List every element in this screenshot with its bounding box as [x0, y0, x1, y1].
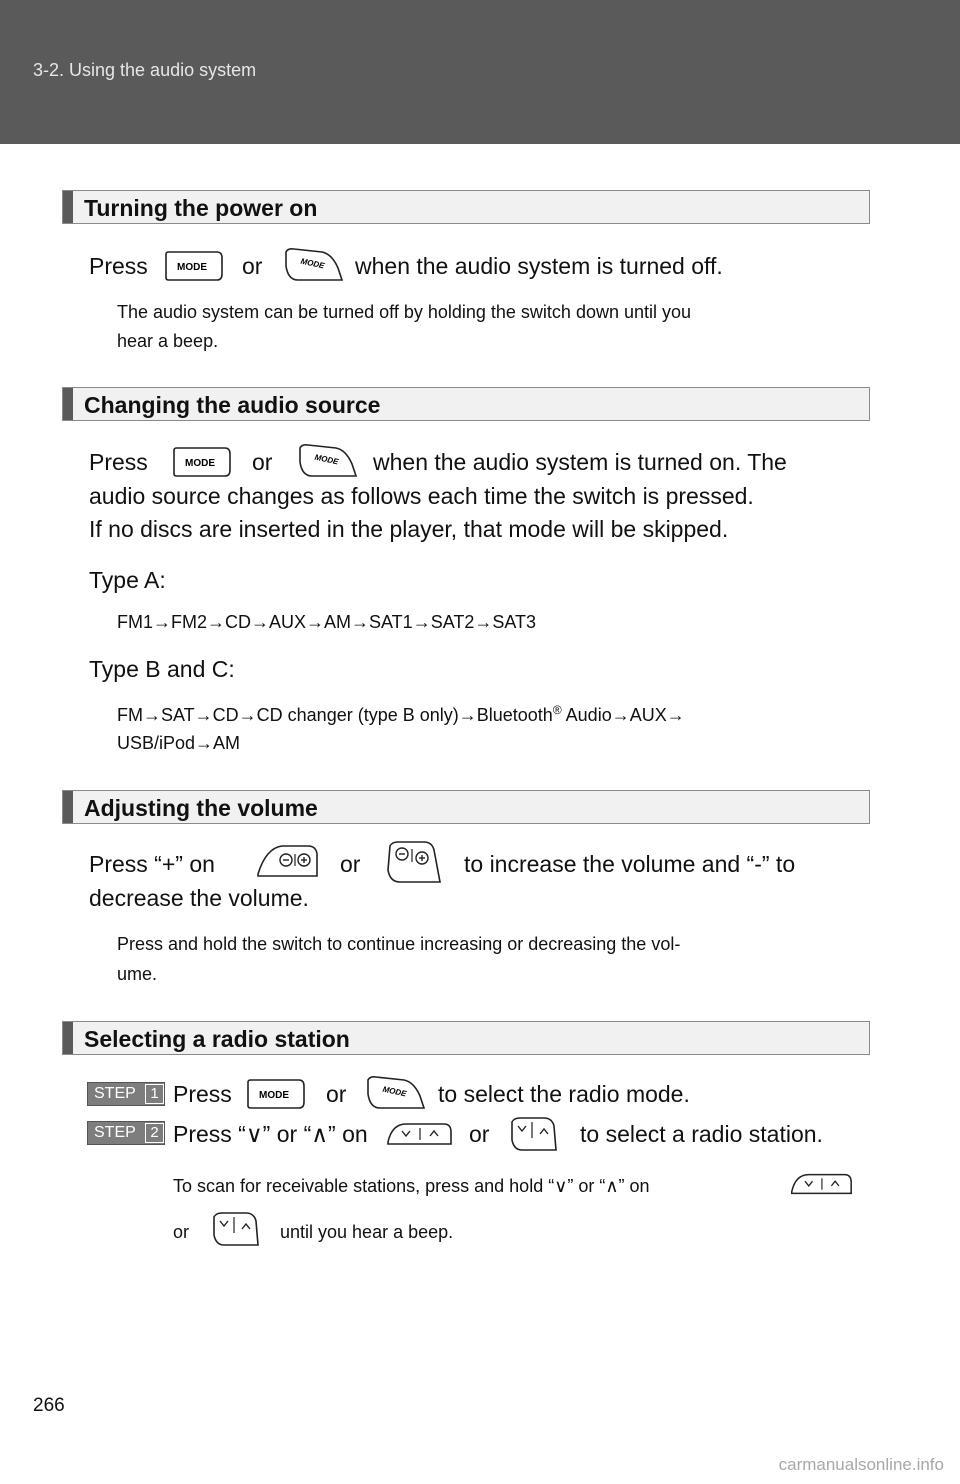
- mode-button-flat-icon: MODE: [244, 1078, 306, 1110]
- power-rest-text: when the audio system is turned off.: [355, 253, 723, 279]
- power-press-text: Press: [89, 253, 148, 279]
- step2-rest-text: to select a radio station.: [580, 1121, 823, 1147]
- radio-note-rest: until you hear a beep.: [280, 1222, 454, 1242]
- seek-switch-angled-icon: [508, 1116, 558, 1154]
- heading-title: Turning the power on: [84, 195, 318, 221]
- seek-switch-angled-icon: [210, 1210, 260, 1250]
- step2-press-text: Press “∨” or “∧” on: [173, 1121, 368, 1147]
- section-breadcrumb: 3-2. Using the audio system: [33, 60, 257, 80]
- step1-or-text: or: [326, 1081, 347, 1107]
- heading-marker: [63, 791, 73, 823]
- step-box: STEP 2: [87, 1121, 165, 1145]
- volume-press-text: Press “+” on: [89, 851, 215, 877]
- mode-button-angled-icon: MODE: [282, 246, 344, 284]
- power-note-line2: hear a beep.: [117, 331, 219, 351]
- heading-marker: [63, 1022, 73, 1054]
- type-bc-flow-line1: FM→SAT→CD→CD changer (type B only)→Bluet…: [117, 703, 685, 725]
- source-rest-text: when the audio system is turned on. The: [373, 449, 787, 475]
- svg-text:MODE: MODE: [177, 262, 207, 273]
- type-bc-label: Type B and C:: [89, 656, 235, 682]
- type-a-flow: FM1→FM2→CD→AUX→AM→SAT1→SAT2→SAT3: [117, 612, 537, 632]
- step1-press-text: Press: [173, 1081, 232, 1107]
- radio-note-line1: To scan for receivable stations, press a…: [173, 1176, 650, 1196]
- volume-note-line1: Press and hold the switch to continue in…: [117, 934, 681, 954]
- power-or-text: or: [242, 253, 263, 279]
- mode-button-flat-icon: MODE: [162, 250, 224, 282]
- mode-button-angled-icon: MODE: [364, 1074, 426, 1112]
- heading-marker: [63, 388, 73, 420]
- step-box: STEP 1: [87, 1082, 165, 1106]
- volume-switch-flat-icon: [256, 842, 320, 880]
- section-heading-source: Changing the audio source: [62, 387, 870, 421]
- step2-or-text: or: [469, 1121, 490, 1147]
- heading-title: Changing the audio source: [84, 392, 381, 418]
- source-line3: If no discs are inserted in the player, …: [89, 516, 729, 542]
- source-or-text: or: [252, 449, 273, 475]
- volume-rest-text: to increase the volume and “-” to: [464, 851, 796, 877]
- power-note-line1: The audio system can be turned off by ho…: [117, 302, 692, 322]
- mode-button-angled-icon: MODE: [296, 442, 358, 480]
- watermark: carmanualsonline.info: [778, 1455, 944, 1474]
- heading-title: Adjusting the volume: [84, 795, 318, 821]
- section-heading-volume: Adjusting the volume: [62, 790, 870, 824]
- heading-title: Selecting a radio station: [84, 1026, 350, 1052]
- seek-switch-flat-icon: [384, 1120, 454, 1148]
- volume-or-text: or: [340, 851, 361, 877]
- volume-note-line2: ume.: [117, 964, 158, 984]
- volume-switch-angled-icon: [384, 840, 442, 886]
- step-2-badge: STEP 2: [87, 1121, 165, 1145]
- page-header: 3-2. Using the audio system: [0, 0, 960, 144]
- heading-marker: [63, 191, 73, 223]
- section-heading-radio: Selecting a radio station: [62, 1021, 870, 1055]
- step-number: 2: [145, 1123, 164, 1143]
- page-number: 266: [33, 1395, 65, 1416]
- step-label: STEP: [94, 1085, 136, 1102]
- seek-switch-flat-icon: [788, 1170, 854, 1198]
- type-bc-flow-line2: USB/iPod→AM: [117, 733, 241, 753]
- type-a-label: Type A:: [89, 567, 166, 593]
- svg-text:MODE: MODE: [259, 1090, 289, 1101]
- step-number: 1: [145, 1084, 164, 1104]
- mode-button-flat-icon: MODE: [170, 446, 232, 478]
- step-1-badge: STEP 1: [87, 1082, 165, 1106]
- section-heading-power: Turning the power on: [62, 190, 870, 224]
- source-line2: audio source changes as follows each tim…: [89, 483, 754, 509]
- source-press-text: Press: [89, 449, 148, 475]
- volume-line2: decrease the volume.: [89, 885, 309, 911]
- step1-rest-text: to select the radio mode.: [438, 1081, 690, 1107]
- svg-text:MODE: MODE: [185, 458, 215, 469]
- step-label: STEP: [94, 1124, 136, 1141]
- radio-note-or: or: [173, 1222, 190, 1242]
